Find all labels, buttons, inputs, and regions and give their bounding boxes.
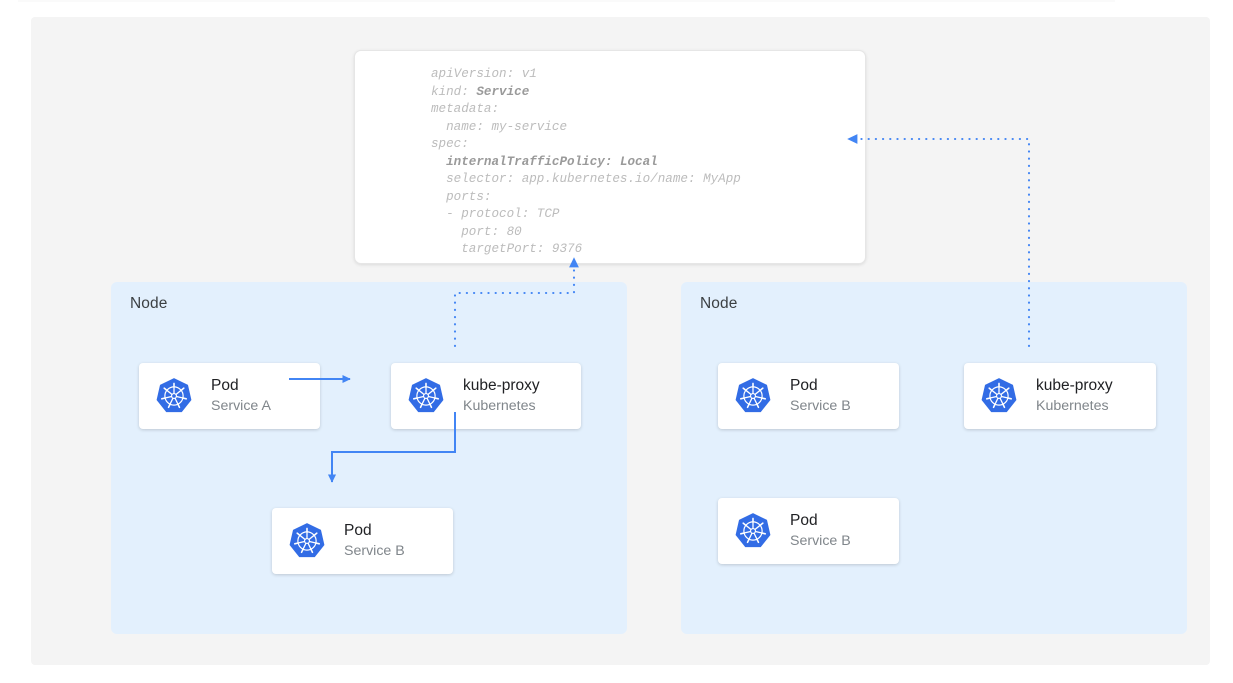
diagram-canvas: apiVersion: v1 kind: Service metadata: n… bbox=[31, 17, 1210, 665]
node-label-left: Node bbox=[130, 295, 168, 312]
card-title: Pod bbox=[211, 376, 239, 394]
card-subtitle: Service A bbox=[211, 398, 271, 414]
node-group-right: Node bbox=[681, 282, 1187, 634]
card-kube-proxy-right[interactable]: kube-proxy Kubernetes bbox=[964, 363, 1156, 429]
card-title: kube-proxy bbox=[463, 376, 540, 394]
kubernetes-icon bbox=[734, 512, 772, 550]
node-group-left: Node bbox=[111, 282, 627, 634]
card-kube-proxy-left[interactable]: kube-proxy Kubernetes bbox=[391, 363, 581, 429]
card-pod-service-b-right-top[interactable]: Pod Service B bbox=[718, 363, 899, 429]
kubernetes-icon bbox=[407, 377, 445, 415]
card-subtitle: Service B bbox=[344, 543, 405, 559]
kubernetes-icon bbox=[155, 377, 193, 415]
kubernetes-icon bbox=[980, 377, 1018, 415]
kubernetes-icon bbox=[734, 377, 772, 415]
kubernetes-icon bbox=[288, 522, 326, 560]
card-pod-service-a[interactable]: Pod Service A bbox=[139, 363, 320, 429]
card-subtitle: Kubernetes bbox=[1036, 398, 1109, 414]
service-manifest-card: apiVersion: v1 kind: Service metadata: n… bbox=[354, 50, 866, 264]
card-subtitle: Kubernetes bbox=[463, 398, 536, 414]
service-manifest-code: apiVersion: v1 kind: Service metadata: n… bbox=[431, 67, 741, 256]
card-title: Pod bbox=[344, 521, 372, 539]
card-title: Pod bbox=[790, 376, 818, 394]
card-pod-service-b-left[interactable]: Pod Service B bbox=[272, 508, 453, 574]
card-subtitle: Service B bbox=[790, 533, 851, 549]
card-title: kube-proxy bbox=[1036, 376, 1113, 394]
card-title: Pod bbox=[790, 511, 818, 529]
card-pod-service-b-right-bottom[interactable]: Pod Service B bbox=[718, 498, 899, 564]
card-subtitle: Service B bbox=[790, 398, 851, 414]
node-label-right: Node bbox=[700, 295, 738, 312]
top-divider bbox=[18, 0, 1115, 2]
